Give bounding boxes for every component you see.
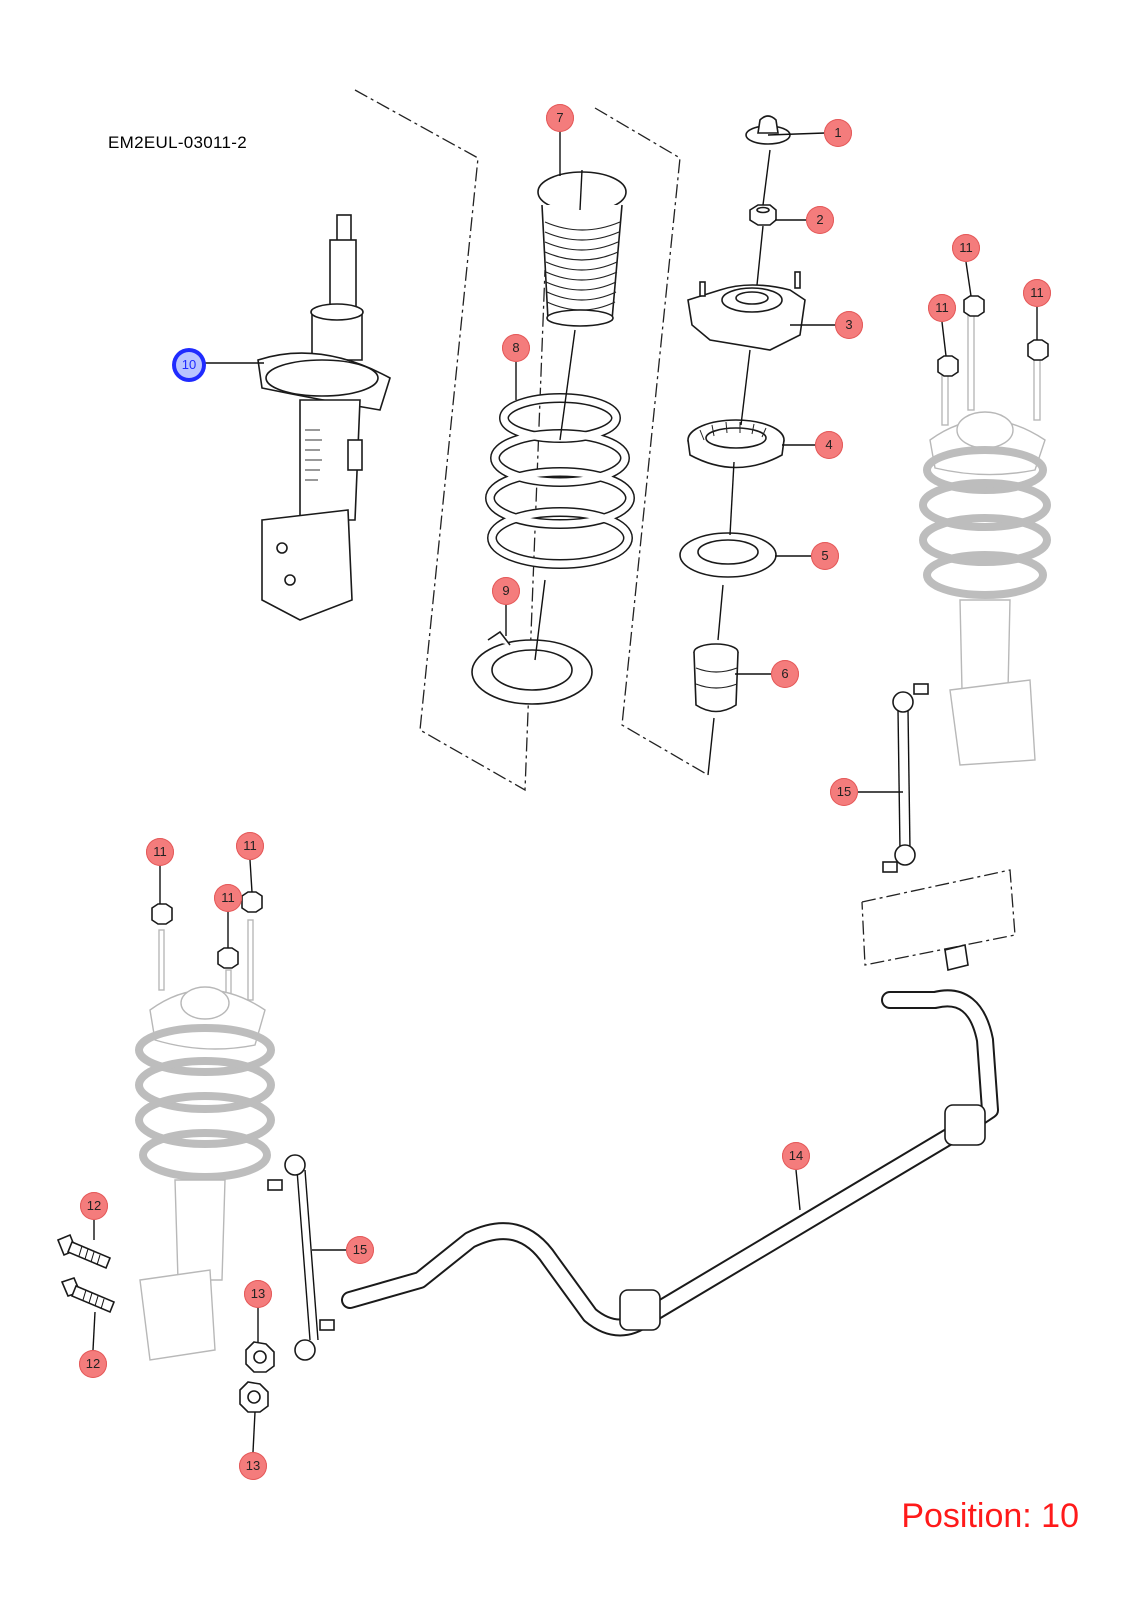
callout-11[interactable]: 11 [952,234,980,262]
stabilizer-link-part-15-left [267,1154,335,1361]
callout-1[interactable]: 1 [824,119,852,147]
callout-11[interactable]: 11 [236,832,264,860]
exploded-outline-frames [354,89,1016,966]
callout-5[interactable]: 5 [811,542,839,570]
callout-14[interactable]: 14 [782,1142,810,1170]
diagram-code: EM2EUL-03011-2 [108,133,248,152]
callout-10-selected[interactable]: 10 [176,352,202,378]
callout-13[interactable]: 13 [239,1452,267,1480]
bolts-part-12 [56,1233,116,1314]
strut-assembly-part-10 [257,214,391,621]
callout-13[interactable]: 13 [244,1280,272,1308]
callout-6[interactable]: 6 [771,660,799,688]
top-mount-part-3 [687,271,806,351]
callout-11[interactable]: 11 [146,838,174,866]
callout-2[interactable]: 2 [806,206,834,234]
nut-part-2 [749,204,777,226]
spring-pad-part-5 [679,532,777,578]
stabilizer-bar-part-14 [341,944,999,1337]
callout-15[interactable]: 15 [830,778,858,806]
strut-assembly-right-faded [919,314,1051,766]
callout-11[interactable]: 11 [214,884,242,912]
callout-15[interactable]: 15 [346,1236,374,1264]
callout-7[interactable]: 7 [546,104,574,132]
position-indicator: Position: 10 [901,1497,1079,1535]
nuts-part-13 [239,1341,275,1413]
strut-assembly-lower-left-faded [135,919,275,1361]
coil-spring-part-8 [485,393,635,569]
stabilizer-link-part-15-right [882,683,929,873]
dust-boot-part-7 [537,171,627,327]
callout-11[interactable]: 11 [1023,279,1051,307]
bearing-part-4 [687,419,785,469]
callout-leader-lines [92,130,1038,1453]
top-cap-part-1 [745,115,791,145]
callout-9[interactable]: 9 [492,577,520,605]
callout-4[interactable]: 4 [815,431,843,459]
callout-3[interactable]: 3 [835,311,863,339]
nuts-part-11-right [937,295,1049,377]
bump-stop-part-6 [693,643,739,713]
callout-8[interactable]: 8 [502,334,530,362]
spring-seat-part-9 [471,630,593,705]
callout-12[interactable]: 12 [79,1350,107,1378]
nuts-part-11-left [151,891,263,969]
callout-11[interactable]: 11 [928,294,956,322]
callout-12[interactable]: 12 [80,1192,108,1220]
